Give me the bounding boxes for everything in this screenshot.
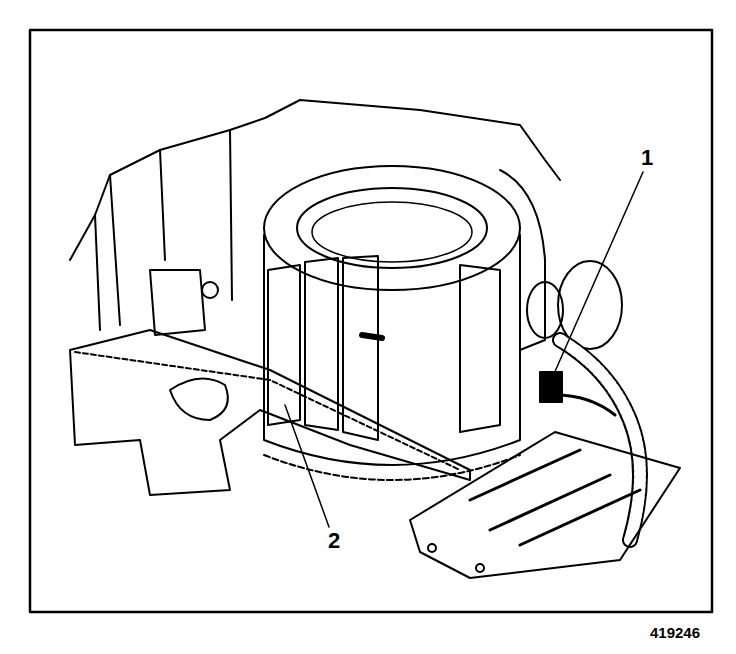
right-housing [500, 170, 545, 350]
callout-number: 1 [641, 147, 653, 169]
figure-frame [30, 30, 712, 612]
electrical-connector [540, 372, 562, 402]
housing-edges [95, 130, 232, 330]
leader-line [553, 172, 643, 376]
screw-hole [428, 544, 436, 552]
wire-harness [560, 340, 640, 540]
side-bracket [150, 270, 205, 335]
blower-ring [264, 166, 520, 290]
blower-opening [297, 188, 487, 268]
cover-plate [410, 432, 680, 578]
leader-line [285, 405, 329, 527]
screw-hole [476, 564, 484, 572]
callout-number: 2 [328, 530, 340, 552]
plate-slots [470, 450, 640, 545]
harness-wrap [560, 340, 640, 540]
blower-body [264, 235, 520, 465]
actuator [170, 379, 228, 420]
blower-inner [312, 202, 472, 262]
figure-number: 419246 [650, 625, 700, 640]
slot [362, 335, 382, 338]
upper-housing [70, 100, 560, 260]
lower-housing [70, 330, 470, 495]
harness-branch [555, 395, 615, 415]
pivot [202, 282, 218, 298]
blower-ribs [268, 256, 500, 440]
